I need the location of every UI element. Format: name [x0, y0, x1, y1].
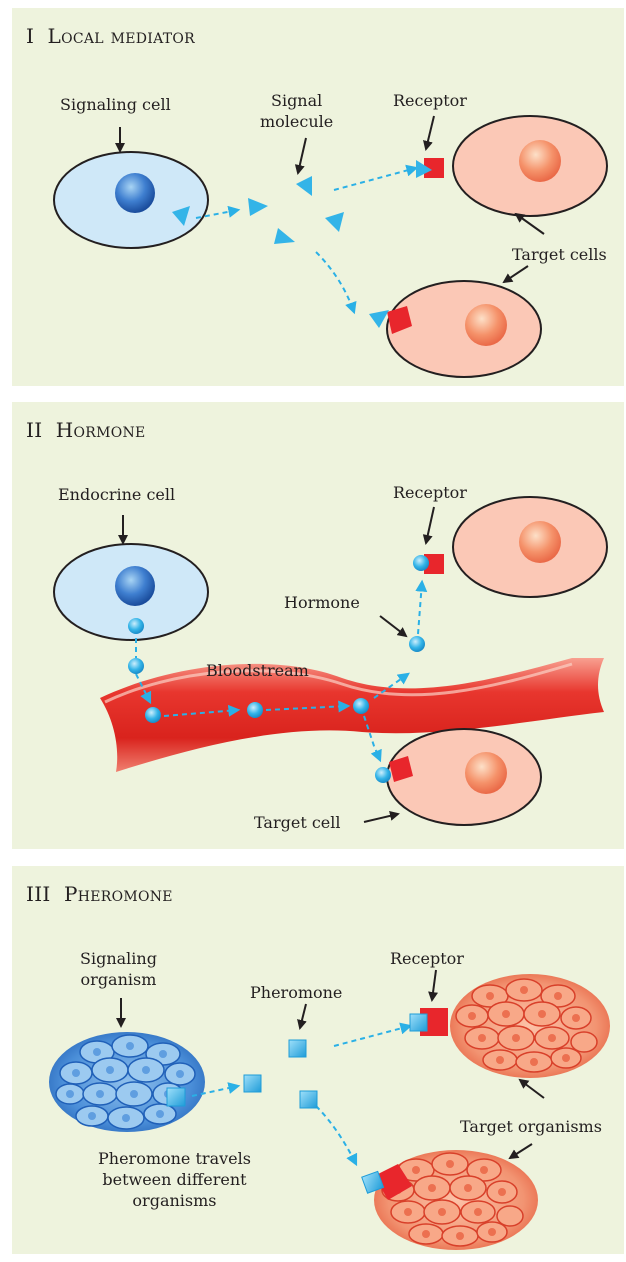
hormone-label: Hormone [284, 592, 360, 613]
signal-molecule [369, 310, 389, 328]
bloodstream-label: Bloodstream [206, 660, 309, 681]
hormone-molecule [409, 636, 425, 652]
pheromone-molecule [410, 1014, 427, 1031]
pheromone-label: Pheromone [250, 982, 342, 1003]
signal-molecule [248, 198, 268, 216]
target-organism-upper [450, 974, 610, 1078]
hormone-molecule [128, 658, 144, 674]
signal-molecule [325, 212, 344, 232]
signaling-organism [49, 1032, 205, 1132]
panel-local-mediator: I Local mediator [12, 8, 624, 386]
pheromone-molecule [300, 1091, 317, 1108]
local-mediator-diagram [12, 8, 624, 386]
endocrine-cell-label: Endocrine cell [58, 484, 175, 505]
signaling-cell-label: Signaling cell [60, 94, 171, 115]
target-cell-nucleus [519, 521, 561, 563]
signal-molecule-label: Signal molecule [260, 90, 333, 132]
target-cell-label: Target cell [254, 812, 341, 833]
hormone-molecule [375, 767, 391, 783]
signal-molecule [274, 228, 295, 244]
panel-pheromone: III Pheromone [12, 866, 624, 1254]
hormone-molecule [413, 555, 429, 571]
target-cell-nucleus [519, 140, 561, 182]
target-cells-label: Target cells [512, 244, 607, 265]
pheromone-molecule [289, 1040, 306, 1057]
target-cell-nucleus [465, 304, 507, 346]
pheromone-note: Pheromone travels between different orga… [98, 1148, 251, 1211]
hormone-molecule [353, 698, 369, 714]
panel-hormone: II Hormone [12, 402, 624, 849]
receptor-label: Receptor [390, 948, 464, 969]
target-organisms-label: Target organisms [460, 1116, 602, 1137]
endocrine-cell-nucleus [115, 566, 155, 606]
target-cell-nucleus [465, 752, 507, 794]
signal-molecule [296, 176, 312, 196]
signaling-organism-label: Signaling organism [80, 948, 157, 990]
hormone-molecule [247, 702, 263, 718]
pheromone-molecule [167, 1088, 185, 1106]
hormone-diagram [12, 402, 624, 849]
receptor-label: Receptor [393, 482, 467, 503]
target-cell-lower [387, 281, 541, 377]
signaling-cell-nucleus [115, 173, 155, 213]
pheromone-molecule [244, 1075, 261, 1092]
target-cell-lower [387, 729, 541, 825]
hormone-molecule [128, 618, 144, 634]
hormone-molecule [145, 707, 161, 723]
receptor-label: Receptor [393, 90, 467, 111]
